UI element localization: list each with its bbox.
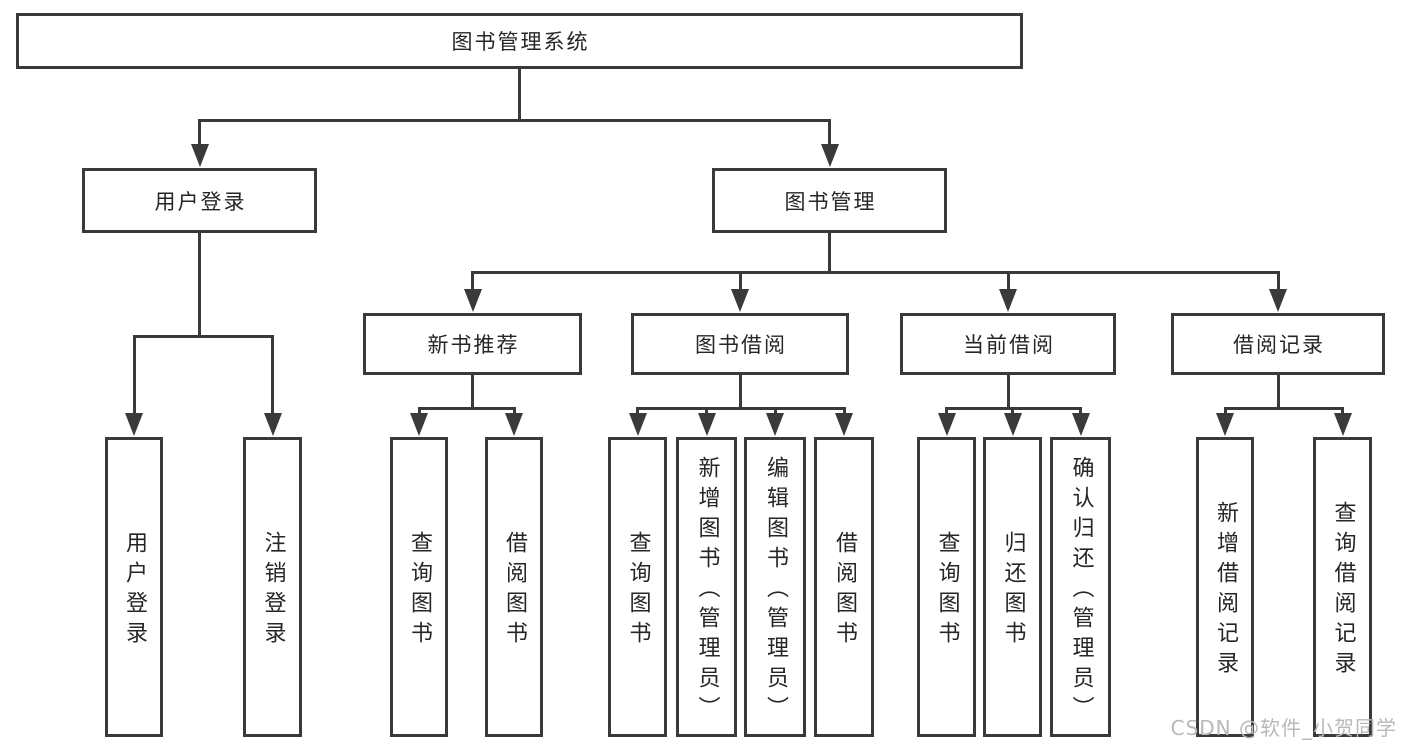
node-label: 注销登录 bbox=[260, 531, 286, 651]
arrowhead-icon bbox=[731, 289, 749, 312]
node-query-books-2: 查询图书 bbox=[608, 437, 667, 737]
connector-line bbox=[132, 335, 274, 338]
connector-line bbox=[738, 374, 742, 410]
node-label: 新增借阅记录 bbox=[1213, 501, 1238, 681]
arrowhead-icon bbox=[628, 413, 647, 436]
arrowhead-icon bbox=[1333, 413, 1352, 436]
connector-line bbox=[738, 271, 742, 292]
arrowhead-icon bbox=[820, 144, 839, 167]
connector-line bbox=[828, 119, 831, 147]
node-query-books-3: 查询图书 bbox=[917, 437, 976, 737]
arrowhead-icon bbox=[190, 144, 209, 167]
connector-line bbox=[1011, 407, 1014, 416]
node-label: 当前借阅 bbox=[963, 333, 1055, 357]
arrowhead-icon bbox=[505, 413, 523, 436]
arrowhead-icon bbox=[697, 413, 716, 436]
node-label: 查询借阅记录 bbox=[1330, 501, 1356, 681]
arrowhead-icon bbox=[999, 289, 1017, 312]
connector-line bbox=[471, 271, 1280, 274]
connector-line bbox=[636, 407, 639, 416]
node-label: 用户登录 bbox=[154, 189, 247, 214]
connector-line bbox=[1276, 271, 1280, 292]
node-root: 图书管理系统 bbox=[16, 13, 1023, 69]
connector-line bbox=[271, 335, 274, 416]
arrowhead-icon bbox=[463, 289, 482, 312]
node-label: 新增图书（管理员） bbox=[694, 456, 720, 726]
node-label: 归还图书 bbox=[1000, 531, 1026, 651]
connector-line bbox=[1223, 407, 1344, 410]
connector-line bbox=[417, 407, 421, 416]
node-label: 用户登录 bbox=[122, 531, 147, 651]
node-new-book-recommend: 新书推荐 bbox=[363, 313, 582, 375]
connector-line bbox=[471, 271, 474, 292]
node-label: 确认归还（管理员） bbox=[1068, 456, 1094, 726]
node-label: 图书借阅 bbox=[695, 333, 787, 357]
connector-line bbox=[1006, 271, 1010, 292]
csdn-watermark: CSDN @软件_小贺同学 bbox=[1170, 716, 1397, 740]
node-user-login: 用户登录 bbox=[82, 168, 317, 233]
node-add-borrow-record: 新增借阅记录 bbox=[1196, 437, 1254, 737]
connector-line bbox=[198, 232, 201, 338]
arrowhead-icon bbox=[125, 413, 143, 436]
node-label: 图书管理系统 bbox=[451, 30, 590, 54]
connector-line bbox=[471, 374, 474, 410]
node-label: 查询图书 bbox=[625, 531, 651, 651]
node-label: 图书管理 bbox=[784, 189, 877, 214]
arrowhead-icon bbox=[1216, 413, 1234, 436]
arrowhead-icon bbox=[410, 413, 428, 436]
connector-line bbox=[828, 232, 831, 274]
node-book-management: 图书管理 bbox=[712, 168, 947, 233]
connector-line bbox=[1079, 407, 1082, 416]
connector-line bbox=[773, 407, 777, 416]
node-query-books-1: 查询图书 bbox=[390, 437, 448, 737]
node-confirm-return: 确认归还（管理员） bbox=[1050, 437, 1111, 737]
connector-line bbox=[198, 119, 201, 147]
connector-line bbox=[198, 119, 831, 122]
connector-line bbox=[512, 407, 516, 416]
node-add-books: 新增图书（管理员） bbox=[676, 437, 737, 737]
connector-line bbox=[705, 407, 708, 416]
connector-line bbox=[518, 68, 521, 122]
connector-line bbox=[636, 407, 846, 410]
node-borrowing-records: 借阅记录 bbox=[1171, 313, 1385, 375]
connector-line bbox=[842, 407, 846, 416]
node-return-books: 归还图书 bbox=[983, 437, 1042, 737]
connector-line bbox=[1341, 407, 1344, 416]
arrowhead-icon bbox=[1269, 289, 1287, 312]
connector-line bbox=[132, 335, 136, 416]
arrowhead-icon bbox=[263, 413, 282, 436]
node-borrow-books-1: 借阅图书 bbox=[485, 437, 543, 737]
node-logout-leaf: 注销登录 bbox=[243, 437, 302, 737]
connector-line bbox=[1276, 374, 1280, 410]
node-label: 编辑图书（管理员） bbox=[763, 456, 788, 726]
arrowhead-icon bbox=[937, 413, 956, 436]
node-query-borrow-record: 查询借阅记录 bbox=[1313, 437, 1372, 737]
arrowhead-icon bbox=[766, 413, 784, 436]
node-label: 借阅图书 bbox=[832, 531, 857, 651]
connector-line bbox=[1223, 407, 1227, 416]
node-user-login-leaf: 用户登录 bbox=[105, 437, 163, 737]
node-label: 新书推荐 bbox=[427, 333, 520, 357]
node-borrow-books-2: 借阅图书 bbox=[814, 437, 874, 737]
connector-line bbox=[417, 407, 516, 410]
node-label: 借阅图书 bbox=[502, 531, 527, 651]
arrowhead-icon bbox=[1071, 413, 1090, 436]
connector-line bbox=[1006, 374, 1010, 410]
arrowhead-icon bbox=[1003, 413, 1022, 436]
arrowhead-icon bbox=[835, 413, 853, 436]
node-current-borrowing: 当前借阅 bbox=[900, 313, 1116, 375]
node-label: 查询图书 bbox=[934, 531, 960, 651]
node-label: 查询图书 bbox=[407, 531, 432, 651]
node-book-borrowing: 图书借阅 bbox=[631, 313, 849, 375]
connector-line bbox=[945, 407, 948, 416]
node-edit-books: 编辑图书（管理员） bbox=[744, 437, 806, 737]
node-label: 借阅记录 bbox=[1233, 333, 1325, 357]
